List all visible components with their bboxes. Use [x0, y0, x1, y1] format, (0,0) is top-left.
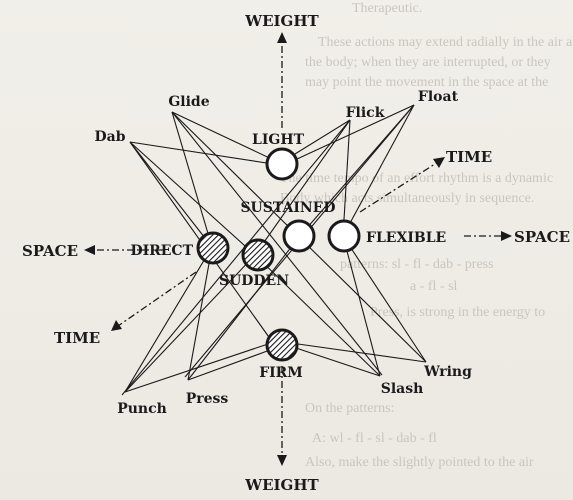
float-label: Float: [418, 89, 459, 105]
space-left-label: SPACE: [22, 242, 78, 260]
connector-line: [129, 141, 256, 256]
connector-line: [187, 236, 300, 381]
sustained-circle: [282, 219, 316, 253]
connector-line: [298, 236, 427, 363]
dab-label: Dab: [94, 129, 125, 145]
quality-circles: [196, 147, 361, 362]
connector-line: [171, 111, 213, 248]
connector-line: [295, 347, 381, 377]
slash-label: Slash: [381, 381, 424, 397]
connector-line: [171, 111, 300, 238]
time-axis-right: [359, 161, 439, 213]
glide-label: Glide: [168, 94, 209, 110]
time-right-label: TIME: [446, 148, 492, 166]
weight-bottom-label: WEIGHT: [244, 476, 319, 494]
arrowhead-icon: [111, 320, 122, 331]
bg-line: patterns: sl - fl - dab - press: [340, 257, 494, 272]
arrowhead-icon: [277, 455, 287, 466]
connector-line: [187, 246, 213, 381]
bg-line: On the patterns:: [305, 401, 394, 416]
space-right-label: SPACE: [514, 228, 570, 246]
bg-line: These actions may extend radially in the…: [318, 35, 573, 50]
time-axis-left: [117, 271, 197, 327]
light-circle: [265, 147, 299, 181]
bg-line: A: wl - fl - sl - dab - fl: [312, 431, 437, 446]
firm-label: FIRM: [259, 365, 303, 381]
bg-line: Press, is strong in the energy to: [370, 305, 545, 320]
sustained-label: SUSTAINED: [240, 200, 335, 216]
quality-labels: LIGHT SUSTAINED DIRECT SUDDEN FLEXIBLE F…: [130, 132, 446, 381]
direct-label: DIRECT: [130, 243, 193, 259]
connector-line: [342, 235, 381, 377]
connector-line: [129, 141, 213, 248]
connector-line: [187, 349, 271, 381]
weight-top-label: WEIGHT: [244, 12, 319, 30]
flexible-label: FLEXIBLE: [366, 230, 446, 246]
connector-line: [297, 343, 427, 363]
background-text: Therapeutic. These actions may extend ra…: [280, 1, 573, 470]
axis-arrowheads: [84, 32, 512, 466]
firm-circle: [265, 328, 299, 362]
bg-line: Body which acts simultaneously in sequen…: [280, 191, 534, 206]
bg-line: a - fl - sl: [410, 279, 458, 294]
bg-line: may point the movement in the space at t…: [305, 75, 548, 90]
bg-line: Therapeutic.: [352, 1, 422, 16]
arrowhead-icon: [277, 32, 287, 43]
connector-line: [124, 343, 269, 393]
flexible-circle: [327, 219, 361, 253]
direct-circle: [196, 231, 230, 265]
connector-line: [283, 104, 415, 166]
effort-labels: Glide Flick Float Dab Punch Press Slash …: [94, 89, 472, 417]
axis-lines: [92, 40, 504, 458]
arrowhead-icon: [84, 245, 95, 255]
connector-line: [121, 119, 351, 396]
press-label: Press: [186, 391, 229, 407]
connector-line: [342, 104, 415, 237]
sudden-label: SUDDEN: [219, 273, 289, 289]
connector-line: [254, 119, 351, 256]
connector-line: [342, 235, 427, 363]
arrowhead-icon: [433, 157, 445, 168]
arrowhead-icon: [501, 231, 512, 241]
bg-line: Also, make the slightly pointed to the a…: [305, 455, 534, 470]
connector-line: [171, 111, 279, 163]
wring-label: Wring: [423, 364, 472, 380]
bg-line: The time tempo of an effort rhythm is a …: [280, 171, 553, 186]
sudden-circle: [241, 238, 275, 272]
punch-label: Punch: [117, 401, 167, 417]
connector-line: [129, 141, 274, 165]
connector-line: [171, 111, 383, 376]
flick-label: Flick: [346, 105, 385, 121]
axis-labels: WEIGHT WEIGHT TIME TIME SPACE SPACE: [22, 12, 570, 494]
bg-line: the body; when they are interrupted, or …: [305, 55, 551, 70]
connection-lines: [121, 104, 427, 396]
connector-line: [124, 254, 256, 393]
connector-line: [124, 246, 213, 393]
light-label: LIGHT: [252, 132, 305, 148]
connector-line: [254, 254, 381, 377]
connector-line: [342, 119, 351, 237]
time-left-label: TIME: [54, 329, 100, 347]
